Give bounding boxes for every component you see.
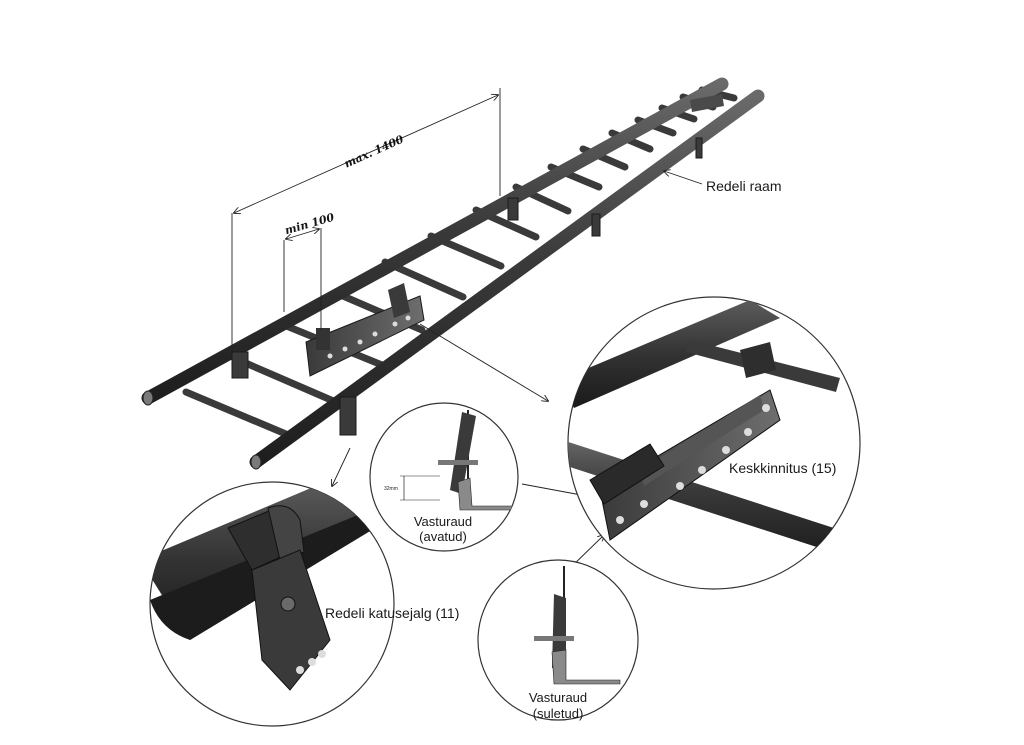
detail-bracket-open: 32mm Vasturaud (avatud) — [369, 402, 519, 552]
ladder-roof-feet — [231, 137, 703, 436]
dimension-min-label: min 100 — [283, 211, 336, 238]
detail-bracket-open-line2: (avatud) — [419, 529, 467, 544]
callout-frame-label: Redeli raam — [706, 178, 781, 194]
dimension-max-label: max. 1400 — [342, 133, 406, 171]
detail-center-mount-label: Keskkinnitus (15) — [729, 460, 836, 476]
detail-bracket-closed-line2: (suletud) — [533, 706, 584, 721]
detail-bracket-open-line1: Vasturaud — [414, 514, 472, 529]
ladder-rail-left — [141, 77, 729, 405]
ladder-frame — [141, 77, 765, 470]
detail-center-mount: Keskkinnitus (15) — [567, 296, 861, 590]
leader-center — [419, 323, 548, 401]
callout-frame: Redeli raam — [664, 171, 781, 194]
detail-roof-foot-label: Redeli katusejalg (11) — [325, 605, 459, 621]
height-mark: 32mm — [384, 486, 398, 492]
leader-foot — [332, 447, 351, 486]
detail-bracket-closed-line1: Vasturaud — [529, 690, 587, 705]
ladder-center-mount — [305, 94, 724, 377]
detail-roof-foot: Redeli katusejalg (11) — [149, 481, 459, 727]
detail-bracket-closed: Vasturaud (suletud) — [477, 559, 639, 721]
